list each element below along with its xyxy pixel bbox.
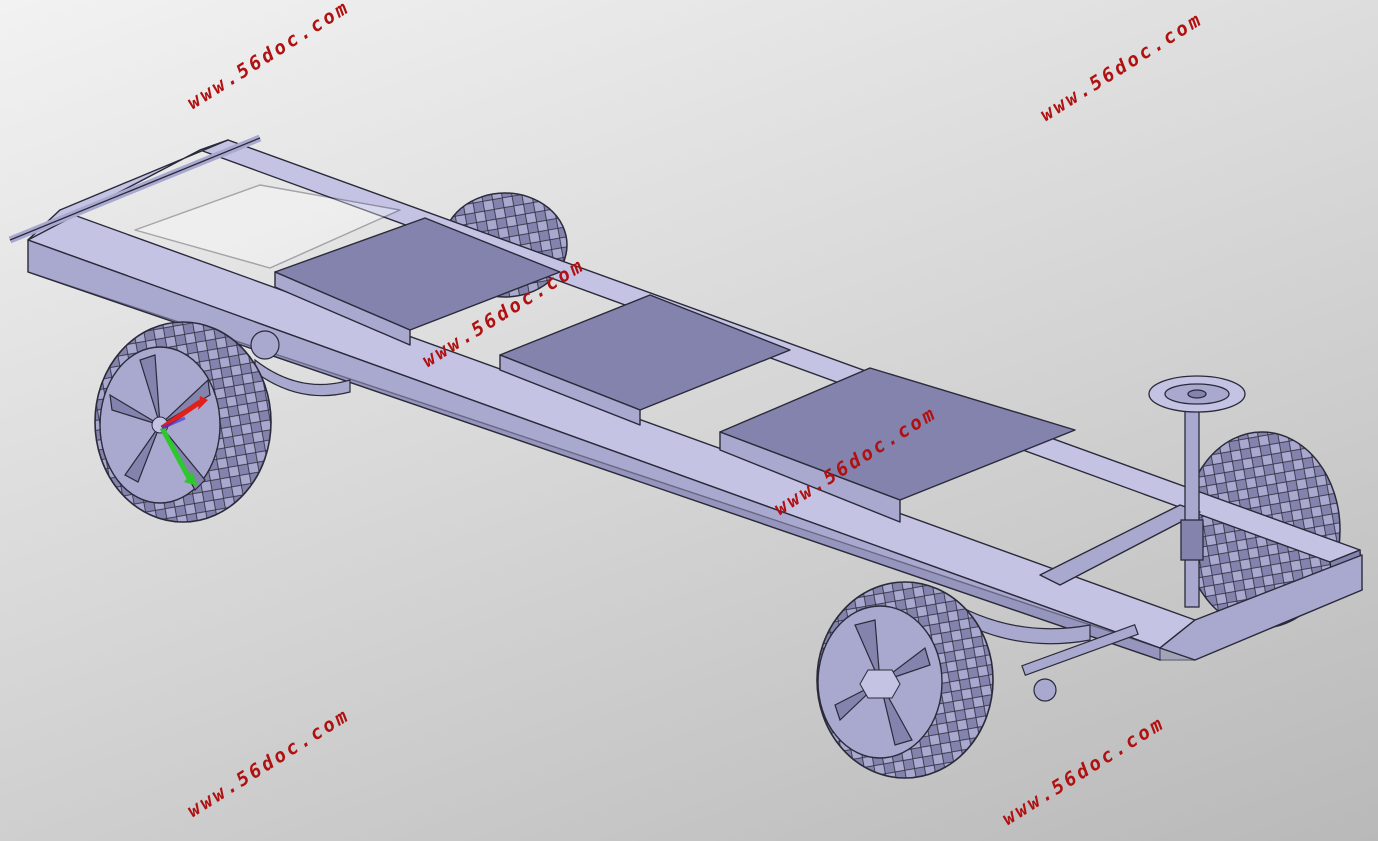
wheel-front-near — [816, 581, 994, 779]
steering-assembly — [1148, 375, 1246, 608]
leaf-spring-rear — [250, 330, 351, 397]
wheel-rear-near — [94, 321, 272, 523]
frame — [27, 139, 1363, 661]
rear-axle-rod — [8, 134, 262, 244]
leaf-spring-front — [939, 593, 1139, 702]
xyz-axis-triad-icon — [159, 396, 208, 486]
